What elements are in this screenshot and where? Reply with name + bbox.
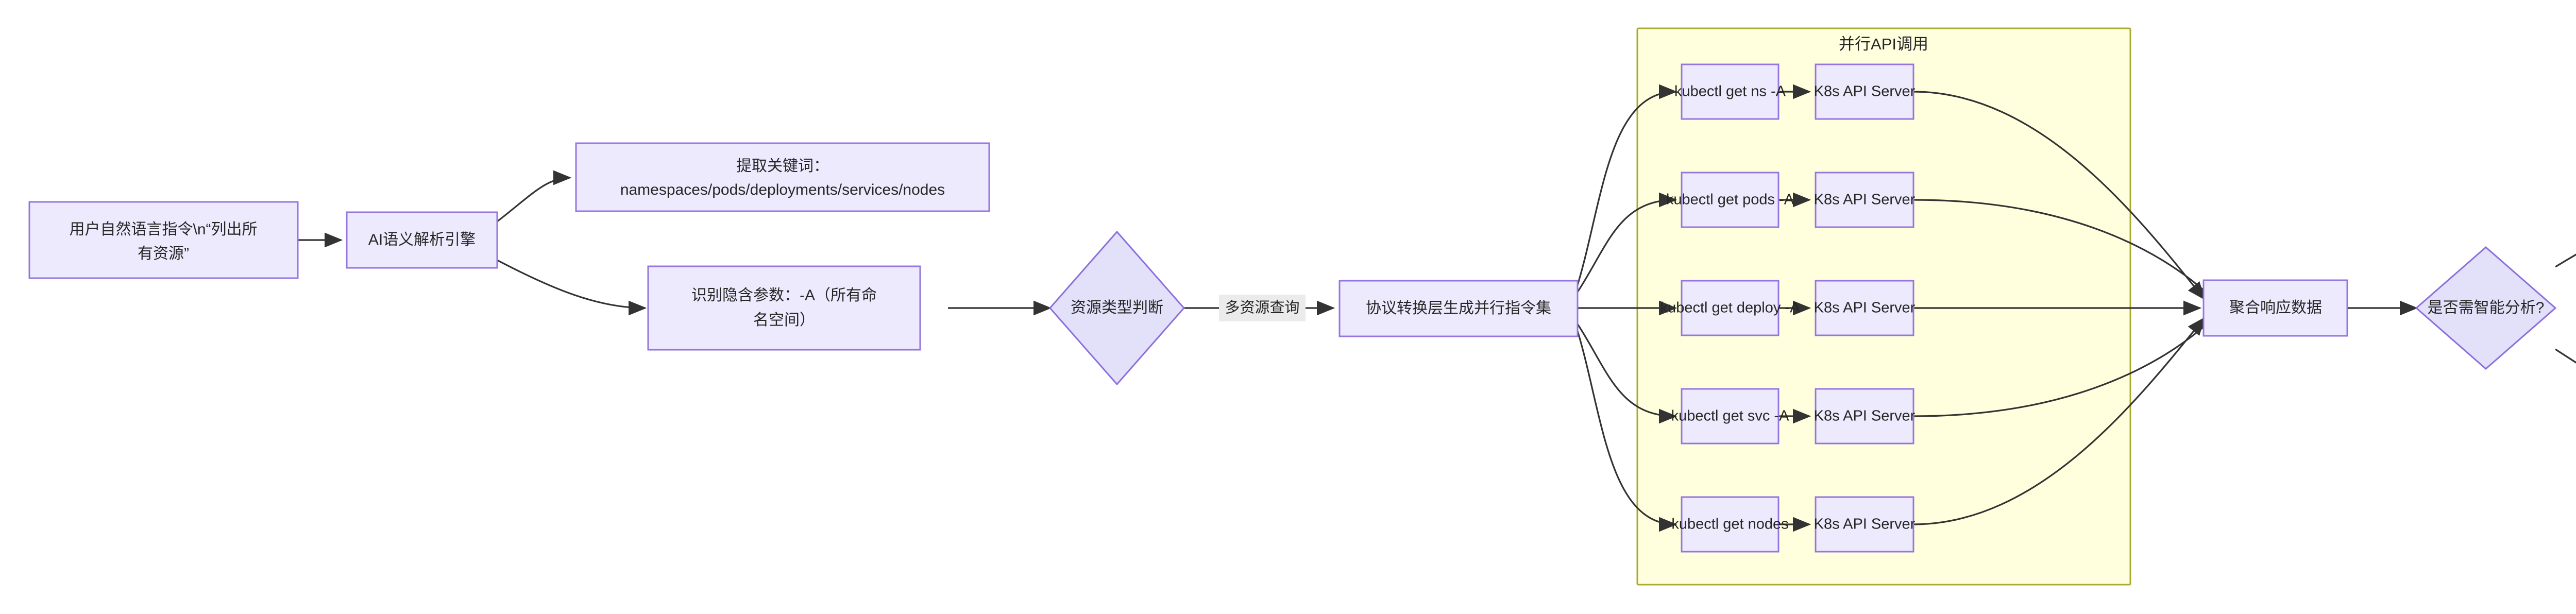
node-kubectl-cmd-2[interactable]: kubectl get pods -A bbox=[1666, 172, 1794, 228]
node-label: K8s API Server bbox=[1814, 300, 1916, 316]
node-label-line1: 提取关键词： bbox=[736, 158, 829, 175]
node-label: K8s API Server bbox=[1814, 192, 1916, 208]
node-user-input[interactable]: 用户自然语言指令\n“列出所 有资源” bbox=[28, 201, 299, 279]
node-aggregate-response[interactable]: 聚合响应数据 bbox=[2202, 279, 2348, 337]
node-protocol-layer[interactable]: 协议转换层生成并行指令集 bbox=[1338, 280, 1579, 337]
node-label: kubectl get nodes bbox=[1671, 516, 1788, 533]
node-label: kubectl get deploy -A bbox=[1660, 300, 1800, 316]
node-label-line1: 用户自然语言指令\n“列出所 bbox=[69, 221, 257, 238]
node-label: 是否需智能分析? bbox=[2428, 299, 2545, 316]
node-kubectl-cmd-1[interactable]: kubectl get ns -A bbox=[1674, 63, 1786, 120]
node-label-line2: namespaces/pods/deployments/services/nod… bbox=[620, 181, 945, 198]
node-label: K8s API Server bbox=[1814, 408, 1916, 424]
node-label: 聚合响应数据 bbox=[2229, 299, 2322, 316]
edge-label-multi-resource-query: 多资源查询 bbox=[1219, 295, 1306, 321]
edge-api2-to-aggregate bbox=[1913, 199, 2216, 301]
node-implicit-params[interactable]: 识别隐含参数：-A（所有命 名空间） bbox=[647, 265, 921, 351]
node-label-line2: 有资源” bbox=[138, 245, 189, 262]
node-label: AI语义解析引擎 bbox=[368, 231, 476, 248]
edge-protocol-to-cmd-2 bbox=[1575, 192, 1677, 294]
edge-label-text: 多资源查询 bbox=[1225, 299, 1299, 316]
node-k8s-api-server-5[interactable]: K8s API Server bbox=[1814, 496, 1916, 553]
edge-api5-to-aggregate bbox=[1913, 317, 2206, 525]
edge-analysis-yes bbox=[2555, 253, 2576, 268]
edge-protocol-to-cmd-4 bbox=[1575, 322, 1677, 424]
edge-ai-to-keywords bbox=[497, 170, 572, 223]
node-label: kubectl get ns -A bbox=[1674, 83, 1786, 100]
subgraph-title: 并行API调用 bbox=[1839, 35, 1928, 53]
node-extract-keywords[interactable]: 提取关键词： namespaces/pods/deployments/servi… bbox=[575, 142, 990, 212]
node-label: 协议转换层生成并行指令集 bbox=[1366, 300, 1551, 317]
edge-protocol-to-cmd-5 bbox=[1575, 327, 1677, 532]
node-label: 资源类型判断 bbox=[1071, 299, 1163, 316]
node-kubectl-cmd-3[interactable]: kubectl get deploy -A bbox=[1660, 280, 1800, 336]
node-kubectl-cmd-5[interactable]: kubectl get nodes bbox=[1671, 496, 1789, 553]
edge-protocol-to-cmd-1 bbox=[1575, 84, 1677, 289]
node-k8s-api-server-4[interactable]: K8s API Server bbox=[1814, 388, 1916, 445]
node-k8s-api-server-2[interactable]: K8s API Server bbox=[1814, 172, 1916, 228]
node-kubectl-cmd-4[interactable]: kubectl get svc -A bbox=[1671, 388, 1790, 445]
node-label: K8s API Server bbox=[1814, 83, 1916, 100]
node-k8s-api-server-1[interactable]: K8s API Server bbox=[1814, 63, 1916, 120]
node-resource-type-decision[interactable]: 资源类型判断 bbox=[1049, 230, 1185, 386]
edge-analysis-no bbox=[2555, 348, 2576, 364]
node-label: K8s API Server bbox=[1814, 516, 1916, 533]
node-label: kubectl get svc -A bbox=[1671, 408, 1790, 424]
node-label-line1: 识别隐含参数：-A（所有命 bbox=[691, 287, 877, 304]
node-label: kubectl get pods -A bbox=[1666, 192, 1794, 208]
node-ai-engine[interactable]: AI语义解析引擎 bbox=[346, 211, 498, 269]
node-label-line2: 名空间） bbox=[753, 312, 815, 329]
edge-group bbox=[298, 84, 2576, 532]
edge-api1-to-aggregate bbox=[1913, 91, 2205, 300]
node-k8s-api-server-3[interactable]: K8s API Server bbox=[1814, 280, 1916, 336]
edge-ai-to-params bbox=[497, 259, 647, 316]
node-analysis-decision[interactable]: 是否需智能分析? bbox=[2415, 246, 2557, 370]
